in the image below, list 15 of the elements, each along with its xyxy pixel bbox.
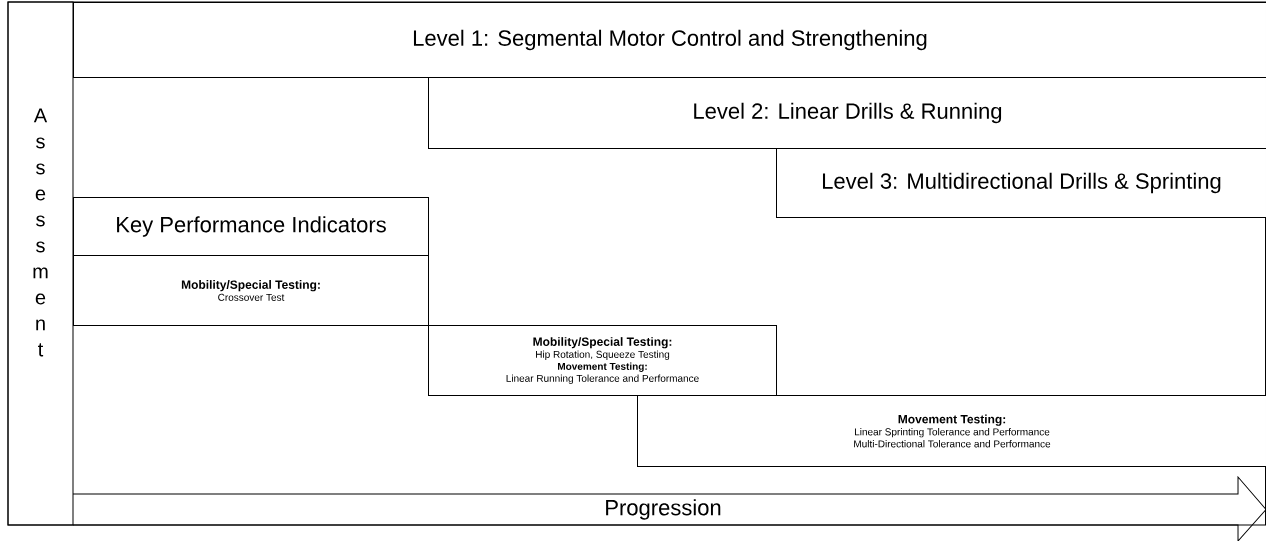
node-label: Movement Testing:: [898, 414, 1006, 426]
assessment-column: Assessment: [7, 1, 74, 526]
node-label: Multi-Directional Tolerance and Performance: [854, 440, 1051, 448]
heading-box: Key Performance Indicators: [73, 197, 429, 256]
testing-box: Mobility/Special Testing: Hip Rotation, Squeeze Testing Movement Testing: Linear Running Tolerance and Performance: [428, 325, 777, 396]
node-label: Level 2: Linear Drills & Running: [694, 102, 1002, 124]
testing-box: Mobility/Special Testing: Crossover Test: [73, 255, 429, 326]
node-label: Level 1: Segmental Motor Control and Strengthening: [413, 29, 927, 51]
level-box: Level 1: Segmental Motor Control and Strengthening: [73, 2, 1266, 78]
node-label: Level 3: Multidirectional Drills & Sprinting: [822, 172, 1221, 194]
level-box: Level 2: Linear Drills & Running: [428, 77, 1266, 149]
progression-band: Progression: [72, 476, 1266, 541]
level-box: Level 3: Multidirectional Drills & Sprinting: [776, 148, 1266, 218]
node-label: Linear Sprinting Tolerance and Performance: [854, 428, 1050, 438]
testing-box: Movement Testing: Linear Sprinting Tolerance and Performance Multi-Directional Tolerance and Performance: [637, 395, 1266, 467]
